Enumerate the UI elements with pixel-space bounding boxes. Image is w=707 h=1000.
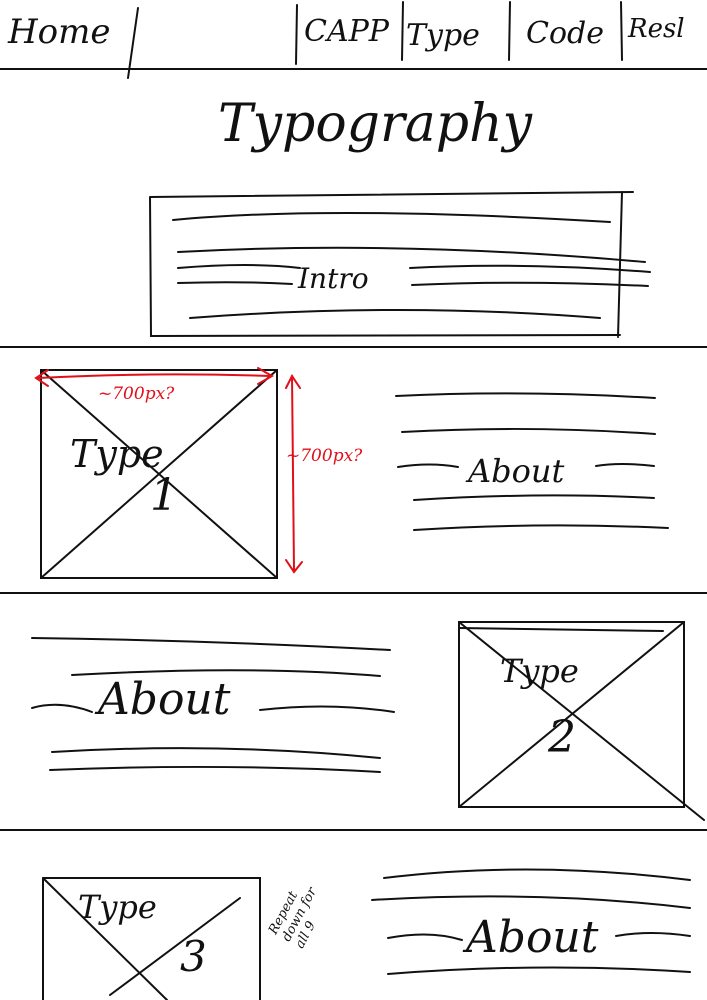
height-note: ~700px?	[286, 446, 363, 466]
type-2-number: 2	[548, 712, 576, 763]
nav-item-resl[interactable]: Resl	[628, 14, 685, 44]
intro-label: Intro	[298, 262, 369, 295]
type-3-box	[42, 877, 261, 1000]
width-arrow	[37, 373, 271, 379]
nav-divider	[401, 1, 404, 61]
height-arrow	[291, 375, 295, 571]
about-text-line	[395, 392, 656, 399]
nav-item-type[interactable]: Type	[406, 18, 480, 53]
about-text-line	[397, 463, 655, 468]
type-2-box	[458, 621, 685, 808]
intro-text-line	[177, 281, 649, 287]
type-1-label: Type	[70, 432, 164, 476]
about-text-line	[71, 669, 381, 677]
type-3-number: 3	[180, 932, 207, 981]
about-2-label: About	[98, 674, 231, 725]
about-text-line	[31, 637, 391, 651]
page-title: Typography	[218, 94, 532, 154]
about-text-line	[413, 494, 655, 501]
about-text-line	[31, 703, 395, 713]
about-1-label: About	[468, 452, 565, 490]
about-text-line	[51, 747, 381, 759]
type-1-box	[40, 369, 278, 579]
about-text-line	[383, 868, 691, 881]
about-3-label: About	[466, 912, 599, 963]
about-text-line	[413, 524, 669, 531]
intro-text-line	[177, 264, 651, 273]
about-text-line	[401, 427, 656, 435]
intro-text-line	[177, 246, 646, 263]
intro-box	[149, 191, 634, 338]
type-2-label: Type	[500, 652, 579, 690]
about-text-line	[371, 895, 691, 909]
type-3-label: Type	[78, 888, 157, 926]
nav-divider	[508, 1, 511, 61]
nav-item-capp[interactable]: CAPP	[304, 14, 389, 49]
type-1-number: 1	[150, 470, 178, 521]
nav-divider	[127, 7, 139, 79]
nav-item-code[interactable]: Code	[526, 16, 604, 51]
nav-divider	[620, 1, 623, 61]
about-text-line	[387, 966, 691, 975]
intro-text-line	[172, 211, 611, 223]
nav-home[interactable]: Home	[8, 12, 111, 52]
width-note: ~700px?	[98, 384, 175, 404]
about-text-line	[49, 765, 381, 773]
nav-divider	[295, 4, 298, 65]
about-text-line	[387, 932, 691, 941]
intro-text-line	[189, 309, 601, 319]
